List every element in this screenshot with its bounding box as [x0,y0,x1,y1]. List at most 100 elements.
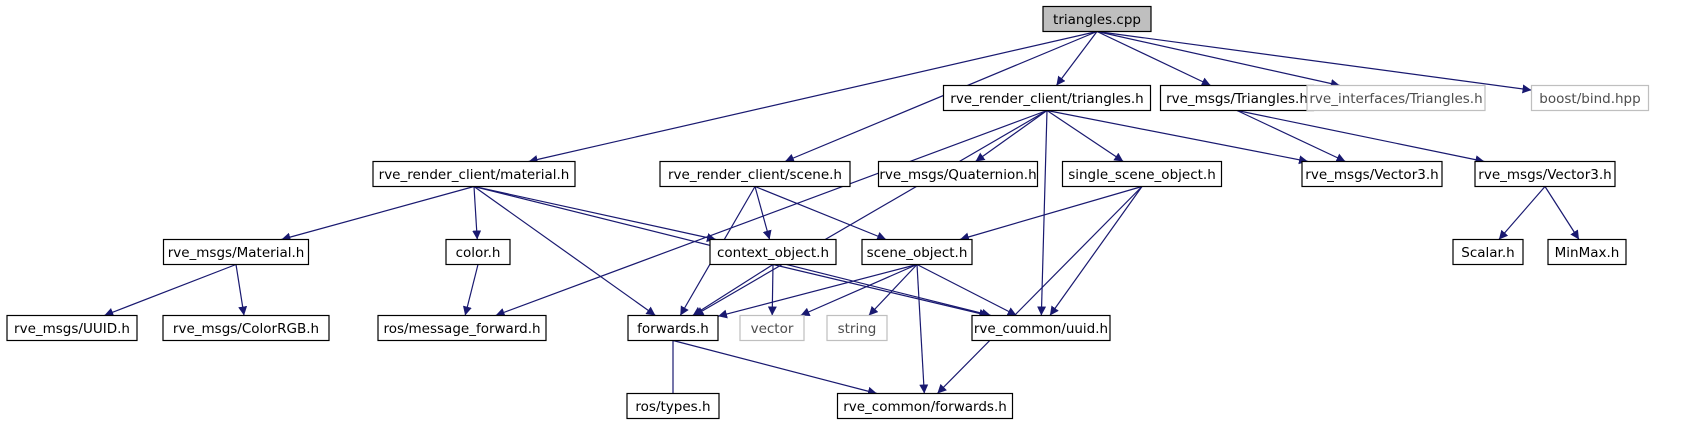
node-box [971,314,1111,342]
edge-triangles_cpp-to-rrc_material_h [528,30,1098,164]
edge-rrc_triangles_h-to-rc_uuid_h [1037,110,1048,316]
edge-rrc_material_h-to-rm_Material_h [281,185,475,242]
node-single_scene_object_h[interactable]: single_scene_object.h [1061,160,1223,188]
edge-single_scene_object_h-to-scene_object_h [959,185,1143,242]
node-Scalar_h[interactable]: Scalar.h [1452,238,1524,266]
node-MinMax_h[interactable]: MinMax.h [1547,238,1627,266]
node-label: ros/message_forward.h [383,321,540,337]
node-label: context_object.h [717,245,829,261]
node-box [826,314,888,342]
node-context_object_h[interactable]: context_object.h [709,238,837,266]
node-scene_object_h[interactable]: scene_object.h [861,238,973,266]
node-ros_types_h[interactable]: ros/types.h [626,392,720,420]
edge-triangles_cpp-to-rm_Triangles_h [1096,30,1211,87]
node-label: color.h [456,245,501,261]
node-box [836,392,1014,420]
node-label: rve_msgs/Triangles.h [1166,91,1308,107]
edge-context_object_h-to-vector [767,264,777,316]
edge-rrc_triangles_h-to-forwards_h [694,109,1048,317]
node-rm_Vector3_h_a[interactable]: rve_msgs/Vector3.h [1301,160,1443,188]
edge-rrc_triangles_h-to-rm_Vector3_h_a [1046,109,1309,165]
node-label: rve_msgs/UUID.h [14,321,130,337]
node-label: forwards.h [637,321,709,337]
node-label: boost/bind.hpp [1539,91,1640,107]
edge-forwards_h-to-rc_forwards_h [672,339,878,396]
node-box [1452,238,1524,266]
node-rm_Triangles_h[interactable]: rve_msgs/Triangles.h [1159,84,1315,112]
edge-scene_object_h-to-string [868,264,918,316]
node-box [1306,84,1486,112]
node-label: rve_msgs/Vector3.h [1478,167,1611,183]
node-string: string [826,314,888,342]
node-rrc_scene_h[interactable]: rve_render_client/scene.h [659,160,851,188]
node-box [659,160,851,188]
edge-rrc_scene_h-to-context_object_h [754,186,772,240]
node-box [372,160,576,188]
node-box [445,238,511,266]
edge-rm_Vector3_h_b-to-Scalar_h [1498,186,1546,240]
node-ri_Triangles_h: rve_interfaces/Triangles.h [1306,84,1486,112]
edge-single_scene_object_h-to-rc_uuid_h [1049,186,1143,316]
edge-rrc_material_h-to-context_object_h [473,185,717,242]
node-label: rve_msgs/ColorRGB.h [173,321,319,337]
edge-rrc_material_h-to-forwards_h [473,186,656,316]
edge-triangles_cpp-to-rrc_scene_h [784,30,1098,163]
node-box [861,238,973,266]
edge-rrc_material_h-to-color_h [472,186,482,240]
node-rm_ColorRGB_h[interactable]: rve_msgs/ColorRGB.h [162,314,330,342]
node-rm_Vector3_h_b[interactable]: rve_msgs/Vector3.h [1474,160,1616,188]
node-box [1547,238,1627,266]
node-box [877,160,1039,188]
edge-triangles_cpp-to-rrc_triangles_h [1055,31,1098,86]
node-rm_UUID_h[interactable]: rve_msgs/UUID.h [6,314,138,342]
node-label: scene_object.h [867,245,968,261]
node-label: rve_interfaces/Triangles.h [1309,91,1482,107]
nodes-layer: triangles.cpp rve_render_client/triangles… [6,5,1650,420]
node-box [377,314,547,342]
edge-rrc_triangles_h-to-ros_message_forward_h [495,109,1048,317]
edge-color_h-to-ros_message_forward_h [462,264,479,316]
node-label: rve_render_client/triangles.h [950,91,1143,107]
edge-scene_object_h-to-rc_uuid_h [916,263,1017,317]
node-label: vector [751,321,794,337]
node-box [162,314,330,342]
node-box [626,392,720,420]
edge-rrc_scene_h-to-scene_object_h [754,185,887,241]
edge-rm_Vector3_h_b-to-MinMax_h [1544,186,1580,240]
edge-scene_object_h-to-vector [800,263,918,317]
node-boost_bind: boost/bind.hpp [1530,84,1650,112]
edge-scene_object_h-to-rc_forwards_h [916,264,929,394]
node-box [942,84,1152,112]
node-label: rve_render_client/material.h [379,167,570,183]
node-rrc_material_h[interactable]: rve_render_client/material.h [372,160,576,188]
node-label: rve_msgs/Material.h [168,245,305,261]
node-label: rve_msgs/Quaternion.h [879,167,1036,183]
edge-rm_Material_h-to-rm_UUID_h [104,263,237,317]
edge-single_scene_object_h-to-rc_forwards_h [936,186,1143,394]
edge-context_object_h-to-forwards_h [692,263,774,317]
edge-context_object_h-to-rc_uuid_h [772,263,989,318]
node-box [162,238,310,266]
edge-rrc_triangles_h-to-single_scene_object_h [1046,110,1124,162]
edge-rrc_triangles_h-to-rm_Quaternion_h [975,110,1048,162]
node-label: rve_common/uuid.h [974,321,1108,337]
edge-rm_Triangles_h-to-rm_Vector3_h_b [1236,109,1485,165]
node-rc_forwards_h[interactable]: rve_common/forwards.h [836,392,1014,420]
node-rrc_triangles_h[interactable]: rve_render_client/triangles.h [942,84,1152,112]
node-triangles_cpp[interactable]: triangles.cpp [1042,5,1152,33]
node-rc_uuid_h[interactable]: rve_common/uuid.h [971,314,1111,342]
node-rm_Quaternion_h[interactable]: rve_msgs/Quaternion.h [877,160,1039,188]
edge-rm_Material_h-to-rm_ColorRGB_h [235,264,248,316]
edge-scene_object_h-to-forwards_h [717,263,918,319]
edges-layer [104,30,1580,406]
node-label: triangles.cpp [1053,12,1141,28]
node-forwards_h[interactable]: forwards.h [627,314,719,342]
node-label: string [838,321,877,337]
node-vector: vector [739,314,805,342]
edge-triangles_cpp-to-boost_bind [1096,30,1532,94]
node-label: ros/types.h [635,399,710,415]
node-rm_Material_h[interactable]: rve_msgs/Material.h [162,238,310,266]
node-box [709,238,837,266]
node-color_h[interactable]: color.h [445,238,511,266]
node-ros_message_forward_h[interactable]: ros/message_forward.h [377,314,547,342]
